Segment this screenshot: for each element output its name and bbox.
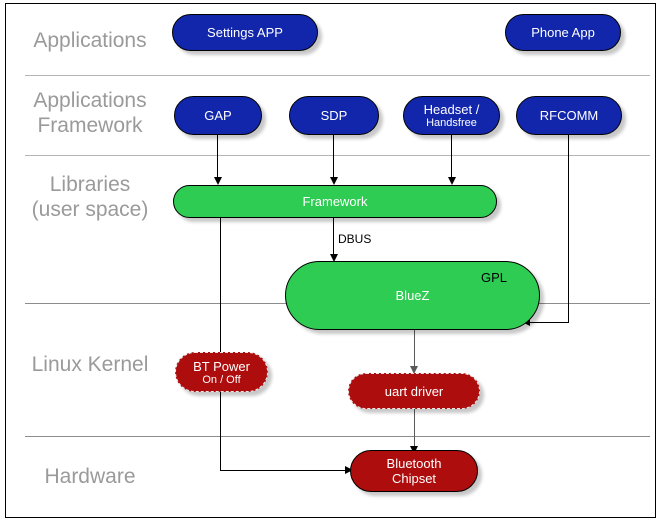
node-sdp[interactable]: SDP [289, 96, 379, 135]
node-bt-power-sublabel: On / Off [202, 373, 241, 386]
edge-gap-framework [217, 135, 218, 179]
edge-bluez-uart [414, 328, 415, 370]
layer-label-applications-framework: Applications Framework [33, 89, 147, 137]
diagram-border [5, 3, 656, 518]
node-sdp-label: SDP [320, 108, 348, 123]
node-framework-label: Framework [302, 194, 368, 209]
node-gap[interactable]: GAP [174, 96, 262, 135]
edge-sdp-framework-arrow [330, 177, 338, 185]
divider-kernel-hardware [25, 436, 650, 437]
node-bluetooth-chipset-sublabel: Chipset [391, 471, 437, 486]
edge-rfcomm-bluez-horizontal [529, 322, 569, 323]
divider-applications-framework [25, 75, 650, 76]
edge-bluez-uart-arrow [410, 366, 418, 374]
layer-label-applications: Applications [33, 29, 147, 52]
edge-sdp-framework [333, 135, 334, 179]
node-bluez-label: BlueZ [395, 288, 430, 303]
edge-framework-bluez [333, 217, 334, 257]
node-uart-driver[interactable]: uart driver [348, 373, 480, 409]
node-bt-power[interactable]: BT Power On / Off [175, 352, 268, 392]
node-phone-app-label: Phone App [531, 25, 595, 40]
node-settings-app[interactable]: Settings APP [172, 14, 318, 51]
node-framework[interactable]: Framework [173, 185, 497, 218]
node-uart-driver-label: uart driver [384, 383, 444, 399]
layer-label-libraries: Libraries (user space) [31, 173, 149, 221]
node-settings-app-label: Settings APP [207, 25, 283, 40]
edge-gap-chipset-vertical [220, 210, 221, 470]
node-headset-handsfree-label: Headset / [423, 102, 480, 117]
node-bluetooth-chipset[interactable]: Bluetooth Chipset [350, 450, 478, 492]
edge-gap-chipset-arrow [345, 466, 353, 474]
edge-framework-bluez-arrow [330, 254, 338, 262]
divider-framework-libraries [25, 155, 650, 156]
edge-label-dbus: DBUS [338, 232, 372, 246]
edge-gap-chipset-horizontal [220, 470, 350, 471]
node-headset-handsfree-sublabel: Handsfree [426, 117, 477, 129]
layer-label-hardware: Hardware [44, 465, 136, 488]
layer-label-linux-kernel: Linux Kernel [31, 353, 149, 376]
node-rfcomm[interactable]: RFCOMM [516, 96, 622, 135]
node-bluetooth-chipset-label: Bluetooth [386, 456, 442, 471]
node-bt-power-label: BT Power [193, 358, 250, 374]
edge-headset-framework-arrow [448, 177, 456, 185]
node-rfcomm-label: RFCOMM [539, 108, 599, 123]
edge-uart-chipset [414, 408, 415, 450]
node-bluez[interactable]: BlueZ [285, 261, 540, 330]
node-headset-handsfree[interactable]: Headset / Handsfree [403, 96, 500, 135]
edge-headset-framework [451, 135, 452, 179]
node-bluez-license-tag: GPL [481, 270, 508, 285]
node-gap-label: GAP [204, 108, 232, 123]
edge-rfcomm-bluez-vertical [568, 135, 569, 323]
node-phone-app[interactable]: Phone App [505, 14, 621, 51]
edge-gap-framework-arrow [214, 177, 222, 185]
